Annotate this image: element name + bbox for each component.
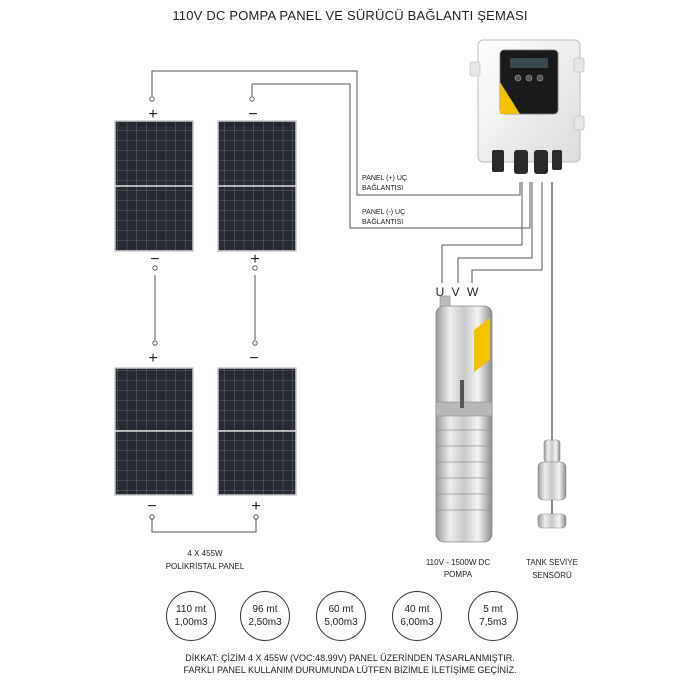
wiring [151,70,553,533]
solar-panel-bottom-left [114,367,194,496]
wire-labels: PANEL (+) UÇ BAĞLANTISI PANEL (-) UÇ BAĞ… [362,175,407,226]
performance-circle: 5 mt 7,5m3 [468,591,518,641]
control-button [514,74,522,82]
uvw-label: U V W [436,285,481,299]
performance-head: 5 mt [483,604,503,615]
plus-sign: + [251,498,260,515]
controller-brand: Voltalink [527,94,546,100]
performance-flow: 5,00m3 [324,617,358,628]
positive-wire-label-line2: BAĞLANTISI [362,183,403,192]
notice: DİKKAT: ÇİZİM 4 X 455W (VOC:48.99V) PANE… [0,652,700,676]
performance-circle: 110 mt 1,00m3 [166,591,216,641]
minus-sign: − [150,251,159,268]
tank-level-sensor [537,439,567,529]
solar-panel-top-left [114,120,194,252]
minus-sign: − [248,106,257,123]
panels-caption-line1: 4 X 455W [187,549,223,558]
plus-sign: + [148,350,157,367]
pump-label-accent [474,318,490,372]
notice-line1: DİKKAT: ÇİZİM 4 X 455W (VOC:48.99V) PANE… [185,653,515,663]
performance-flow: 7,5m3 [479,617,507,628]
performance-head: 96 mt [252,604,278,615]
negative-wire-label-line1: PANEL (-) UÇ [362,209,405,216]
minus-sign: − [147,498,156,515]
performance-flow: 6,00m3 [400,617,434,628]
solar-panel-bottom-right [217,367,297,496]
panel-bottom-link [151,517,257,533]
page-title: 110V DC POMPA PANEL VE SÜRÜCÜ BAĞLANTI Ş… [172,8,528,23]
sensor-caption-line2: SENSÖRÜ [532,571,572,580]
plus-sign: + [250,251,259,268]
controller-display [510,58,548,68]
captions: 4 X 455W POLİKRİSTAL PANEL 110V - 1500W … [166,549,578,580]
wire-v [457,182,533,283]
negative-wire [251,83,531,229]
notice-line2: FARKLI PANEL KULLANIM DURUMUNDA LÜTFEN B… [183,665,517,675]
minus-sign: − [249,350,258,367]
plus-sign: + [148,106,157,123]
performance-head: 60 mt [328,604,354,615]
performance-head: 110 mt [176,604,206,615]
control-button [525,74,533,82]
pump-caption-line2: POMPA [444,570,473,579]
wire-u [441,182,523,283]
performance-circle: 60 mt 5,00m3 [316,591,366,641]
solar-panel-top-right [217,120,297,252]
pump-caption-line1: 110V - 1500W DC [426,558,491,567]
positive-wire-label-line1: PANEL (+) UÇ [362,175,407,182]
control-button [536,74,544,82]
positive-wire [151,70,521,196]
performance-flow: 2,50m3 [248,617,282,628]
pump-controller: Voltalink [469,39,585,174]
sensor-caption-line1: TANK SEVİYE [526,558,578,567]
wire-w [471,182,543,283]
submersible-pump [435,295,493,543]
panels-caption-line2: POLİKRİSTAL PANEL [166,562,245,571]
terminals [149,96,259,520]
performance-head: 40 mt [404,604,430,615]
polarity-signs: + − − + + − − + [147,106,260,515]
performance-circle: 96 mt 2,50m3 [240,591,290,641]
performance-circle: 40 mt 6,00m3 [392,591,442,641]
performance-flow: 1,00m3 [174,617,208,628]
negative-wire-label-line2: BAĞLANTISI [362,217,403,226]
controller-accent [500,82,520,114]
